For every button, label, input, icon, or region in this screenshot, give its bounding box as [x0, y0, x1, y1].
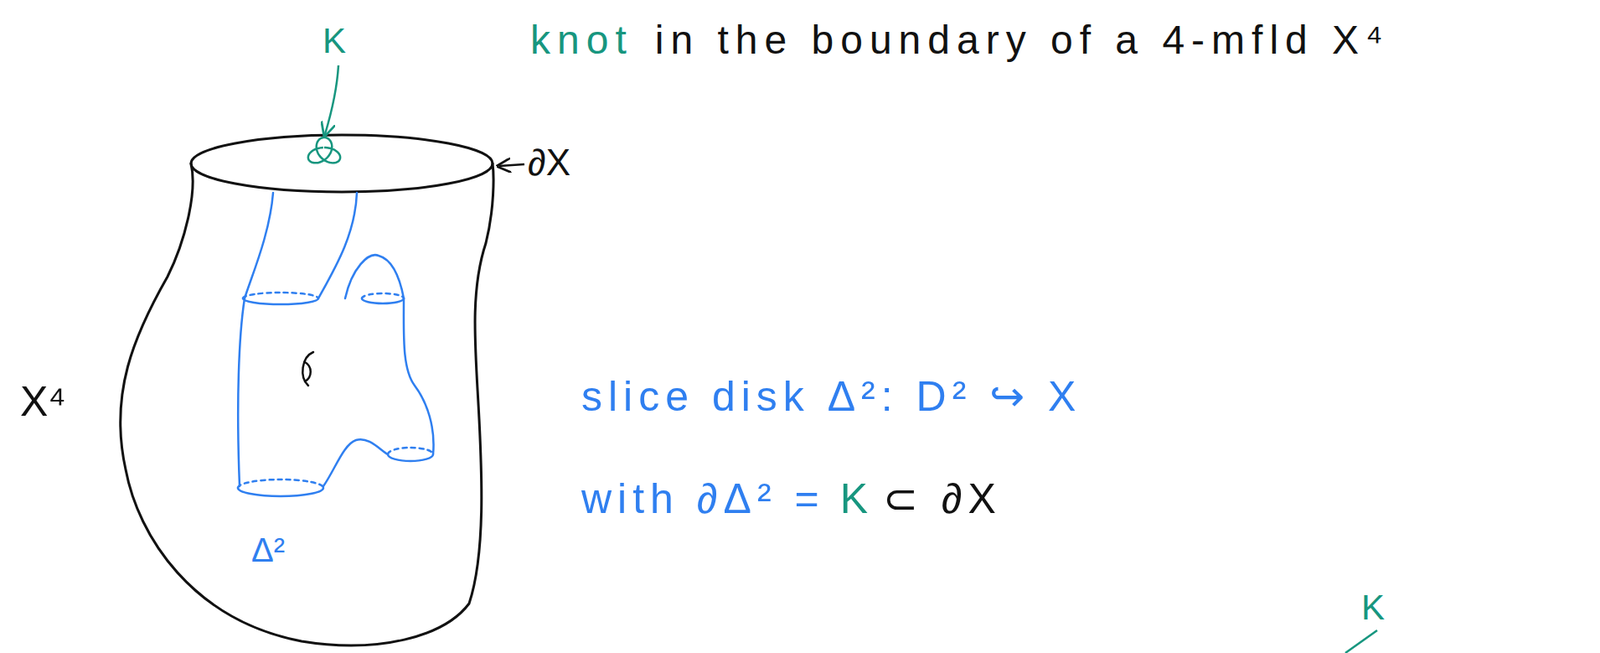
- knot-name: K: [840, 477, 868, 520]
- knot-curve: [308, 137, 341, 163]
- disk-label: Δ²: [251, 532, 285, 567]
- heading-word: knot: [530, 20, 634, 61]
- slice-disk-surface: [237, 192, 434, 496]
- knot-symbol: [308, 137, 341, 163]
- boundary-inclusion: ⊂ ∂X: [882, 477, 1002, 520]
- pointer-arrow: [325, 65, 339, 135]
- manifold-label: X⁴: [20, 380, 67, 423]
- knot-name: K: [322, 23, 346, 59]
- hole-mark: [302, 351, 314, 386]
- heading-text: in the boundary of a 4-mfld X⁴: [655, 20, 1390, 61]
- slice-disk-text: slice disk Δ²: D² ↪ X: [581, 375, 1082, 418]
- boundary-arrow: [499, 164, 525, 166]
- manifold-outline: [120, 134, 494, 646]
- knot-name: K: [1361, 589, 1385, 625]
- boundary-equation: with ∂Δ² =: [581, 477, 826, 520]
- leader-line: [1345, 629, 1378, 653]
- boundary-label: ∂X: [527, 144, 571, 181]
